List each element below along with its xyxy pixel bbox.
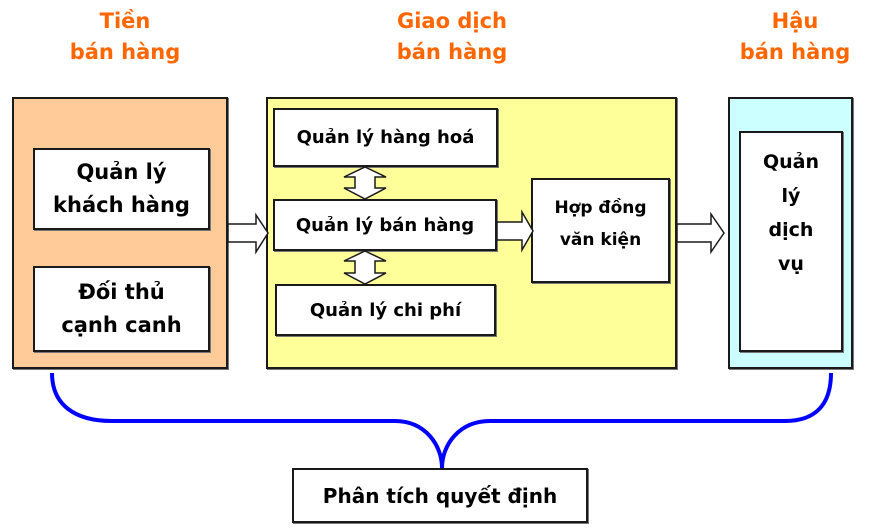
contract-line2: văn kiện (559, 230, 642, 250)
customer-management-box: Quản lý khách hàng (33, 148, 210, 230)
customer-management-line1: Quản lý (76, 160, 167, 184)
contract-box: Hợp đồng văn kiện (531, 178, 670, 283)
header-after-sale-line1: Hậu (771, 9, 819, 33)
service-management-box: Quản lý dịch vụ (739, 131, 843, 352)
double-arrow-sales-costs (343, 250, 387, 285)
header-pre-sale-line2: bán hàng (69, 40, 181, 64)
header-transaction-line2: bán hàng (396, 40, 508, 64)
service-line1: Quản (762, 151, 820, 173)
service-line3: dịch (768, 219, 814, 241)
decision-analysis-label: Phân tích quyết định (322, 483, 558, 508)
competitor-box: Đối thủ cạnh canh (33, 266, 210, 352)
header-after-sale: Hậu bán hàng (700, 6, 871, 68)
goods-management-box: Quản lý hàng hoá (273, 108, 498, 167)
cost-management-box: Quản lý chi phí (275, 284, 496, 336)
goods-management-label: Quản lý hàng hoá (296, 127, 475, 148)
double-arrow-goods-sales (343, 166, 387, 200)
header-pre-sale: Tiền bán hàng (30, 6, 220, 68)
contract-line1: Hợp đồng (554, 198, 647, 218)
service-line4: vụ (778, 253, 804, 275)
curly-brace (50, 372, 833, 469)
header-transaction: Giao dịch bán hàng (347, 6, 557, 68)
arrow-sales-to-contract (496, 209, 534, 253)
cost-management-label: Quản lý chi phí (309, 299, 462, 321)
service-line2: lý (781, 185, 801, 207)
sales-management-box: Quản lý bán hàng (273, 199, 497, 251)
header-after-sale-line2: bán hàng (739, 40, 851, 64)
sales-management-label: Quản lý bán hàng (295, 214, 475, 236)
competitor-line1: Đối thủ (78, 280, 165, 304)
competitor-line2: cạnh canh (61, 313, 182, 337)
arrow-transaction-to-after (676, 211, 725, 255)
customer-management-line2: khách hàng (53, 193, 190, 217)
header-transaction-line1: Giao dịch (397, 9, 507, 33)
decision-analysis-box: Phân tích quyết định (292, 468, 588, 523)
arrow-pre-to-transaction (227, 212, 269, 255)
header-pre-sale-line1: Tiền (99, 9, 151, 33)
